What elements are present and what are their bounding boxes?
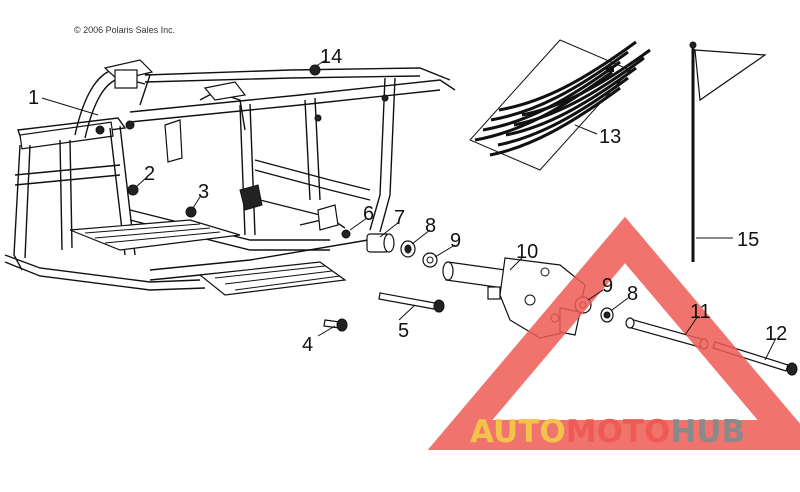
- copyright-text: © 2006 Polaris Sales Inc.: [74, 25, 175, 35]
- bushing-7: [366, 233, 395, 253]
- callout-1: 1: [28, 87, 39, 109]
- watermark-logo: [427, 216, 800, 450]
- callout-14: 14: [320, 46, 342, 68]
- callout-2: 2: [144, 163, 155, 185]
- frame-assembly: [4, 59, 456, 296]
- callout-9b: 9: [602, 275, 613, 297]
- nut-2: [127, 184, 139, 196]
- callout-3: 3: [198, 181, 209, 203]
- spacer-9: [422, 252, 438, 268]
- bolt-5: [378, 292, 445, 313]
- callout-7: 7: [394, 207, 405, 229]
- callout-15: 15: [737, 229, 759, 251]
- zip-ties-13: [469, 39, 651, 171]
- watermark-hub: HUB: [670, 414, 745, 450]
- bolt-4: [323, 318, 348, 332]
- watermark-text: AUTOMOTOHUB: [470, 414, 745, 450]
- callout-4: 4: [302, 334, 313, 356]
- washer-8: [400, 240, 416, 258]
- watermark-moto: MOTO: [566, 414, 671, 450]
- watermark-triangle-icon: [427, 216, 800, 450]
- callout-13: 13: [599, 126, 621, 148]
- callout-6: 6: [363, 203, 374, 225]
- callout-8b: 8: [627, 283, 638, 305]
- callout-10: 10: [516, 241, 538, 263]
- leader-lines: [41, 59, 777, 361]
- callout-9: 9: [450, 230, 461, 252]
- callout-5: 5: [398, 320, 409, 342]
- callout-8: 8: [425, 215, 436, 237]
- flag-15: [689, 41, 767, 262]
- washer-8b: [600, 307, 614, 323]
- watermark-auto: AUTO: [470, 414, 566, 450]
- callout-11: 11: [690, 301, 711, 323]
- nut-14: [309, 64, 321, 76]
- nut-6: [341, 229, 351, 239]
- nut-3: [185, 206, 197, 218]
- callout-12: 12: [765, 323, 787, 345]
